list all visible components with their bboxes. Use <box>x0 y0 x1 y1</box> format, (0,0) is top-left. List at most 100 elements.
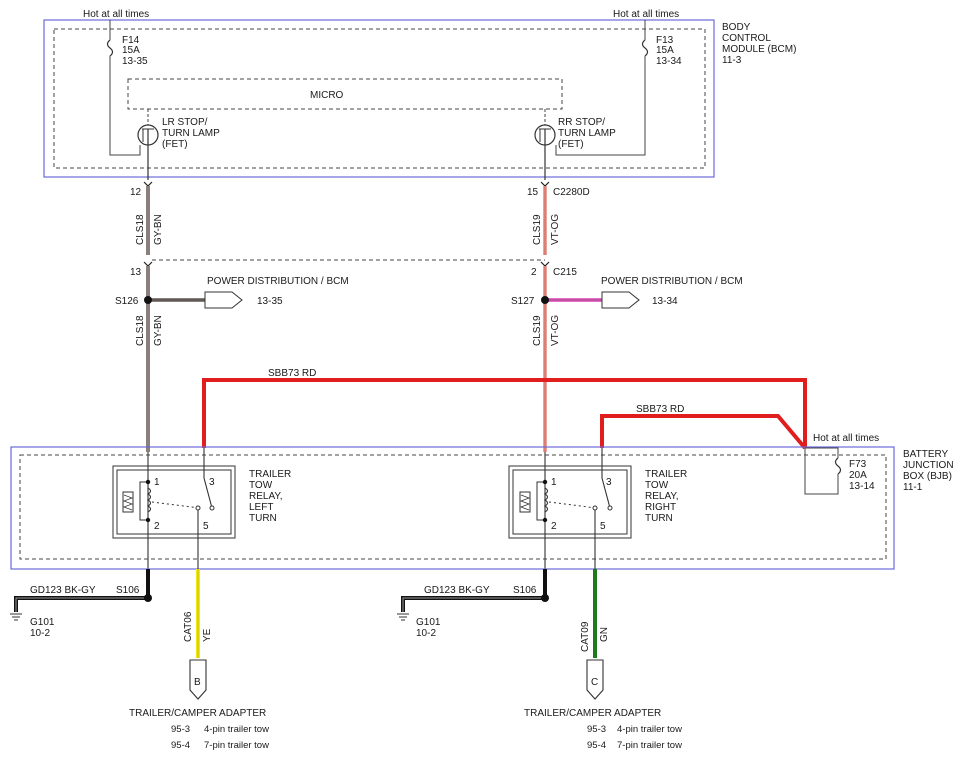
connector-c2280d: 12 15 C2280D <box>130 181 590 198</box>
rr-fet: RR STOP/ TURN LAMP (FET) <box>534 109 616 180</box>
power-dist-right-label: POWER DISTRIBUTION / BCM <box>601 276 743 287</box>
bcm-left-feed <box>109 56 141 156</box>
fuse-f73-rating: 20A <box>849 470 867 481</box>
power-dist-right-arrow <box>601 291 640 309</box>
splice-s127-label: S127 <box>511 296 535 307</box>
relay-right-pin-5: 5 <box>600 521 606 532</box>
wire-cat06-circuit: CAT06 <box>183 611 194 642</box>
ground-left-wire-label: GD123 BK-GY <box>30 585 96 596</box>
wire-cls18-circuit-2: CLS18 <box>135 315 146 346</box>
bjb-outer-border <box>10 446 895 570</box>
wire-cat06: CAT06 YE <box>183 569 213 658</box>
relay-left-coil <box>122 491 134 513</box>
micro-box <box>127 78 563 110</box>
relay-left-pin-5: 5 <box>203 521 209 532</box>
splice-s126-label: S126 <box>115 296 139 307</box>
relay-right-box-outer <box>508 465 632 539</box>
splice-s126-dot <box>144 296 152 304</box>
relay-right-label-1: TRAILER <box>645 469 687 480</box>
wire-sbb73-bottom-label: SBB73 RD <box>636 404 684 415</box>
adapter-right-line1-ref: 95-3 <box>587 724 606 735</box>
bjb-module: BATTERY JUNCTION BOX (BJB) 11-1 Hot at a… <box>10 433 954 570</box>
bcm-outer-border <box>43 19 715 178</box>
wire-cls18: CLS18 GY-BN CLS18 GY-BN <box>135 186 164 598</box>
relay-left-label-5: TURN <box>249 513 277 524</box>
adapter-right-line2-text: 7-pin trailer tow <box>617 740 682 751</box>
c215-label: C215 <box>553 267 577 278</box>
wire-sbb73-top <box>202 378 807 448</box>
fuse-f14-id: F14 <box>122 35 140 46</box>
connector-c215-right-chevron <box>540 261 550 267</box>
relay-left-switch-arm <box>203 477 213 509</box>
splice-s106-left-label: S106 <box>116 585 140 596</box>
fuse-f14: F14 15A 13-35 <box>106 20 148 67</box>
lr-fet-label-2: TURN LAMP <box>162 128 220 139</box>
relay-left-pin-2: 2 <box>154 521 160 532</box>
ground-right-ref: 10-2 <box>416 628 436 639</box>
relay-left-label-1: TRAILER <box>249 469 291 480</box>
relay-right-turn: 1 2 3 5 TRAILER TOW RELAY, RIGHT TURN <box>508 465 687 570</box>
wire-cls18-color-2: GY-BN <box>153 315 164 346</box>
ground-right-icon <box>397 613 409 621</box>
lr-fet: LR STOP/ TURN LAMP (FET) <box>137 109 220 180</box>
ground-right: S106 GD123 BK-GY G101 10-2 <box>397 569 549 639</box>
bcm-label-4: 11-3 <box>722 55 742 66</box>
adapter-right-connector <box>586 659 604 700</box>
bcm-hot-left: Hot at all times <box>83 9 149 20</box>
wire-cls18-color-1: GY-BN <box>153 214 164 245</box>
power-dist-right-ref: 13-34 <box>652 296 678 307</box>
fuse-f14-ref: 13-35 <box>122 56 148 67</box>
power-dist-left-arrow <box>204 291 243 309</box>
relay-right-pin-2: 2 <box>551 521 557 532</box>
power-dist-left-ref: 13-35 <box>257 296 283 307</box>
micro-label: MICRO <box>310 90 344 101</box>
fuse-f73-id: F73 <box>849 459 867 470</box>
fuse-f73-ref: 13-14 <box>849 481 875 492</box>
rr-fet-label-2: TURN LAMP <box>558 128 616 139</box>
fuse-f14-rating: 15A <box>122 45 140 56</box>
relay-right-label-4: RIGHT <box>645 502 676 513</box>
ground-left: S106 GD123 BK-GY G101 10-2 <box>10 569 152 639</box>
pin-2: 2 <box>531 267 537 278</box>
wire-cat09-color: GN <box>599 627 610 642</box>
splice-s106-left-dot <box>144 594 152 602</box>
adapter-left-title: TRAILER/CAMPER ADAPTER <box>129 708 266 719</box>
relay-left-label-2: TOW <box>249 480 273 491</box>
bjb-label-2: JUNCTION <box>903 460 954 471</box>
adapter-right: C TRAILER/CAMPER ADAPTER 95-3 4-pin trai… <box>524 659 682 751</box>
relay-left-box-inner <box>116 469 232 535</box>
bjb-label-3: BOX (BJB) <box>903 471 952 482</box>
fuse-f13: F13 15A 13-34 <box>641 20 682 67</box>
lr-fet-label-1: LR STOP/ <box>162 117 208 128</box>
adapter-left-connector <box>189 659 207 700</box>
relay-right-pin-3: 3 <box>606 477 612 488</box>
adapter-left-line2-text: 7-pin trailer tow <box>204 740 269 751</box>
relay-right-pin-1: 1 <box>551 477 557 488</box>
fuse-f13-rating: 15A <box>656 45 674 56</box>
splice-s106-right-label: S106 <box>513 585 537 596</box>
adapter-right-line1-text: 4-pin trailer tow <box>617 724 682 735</box>
relay-left-coil-symbol <box>146 487 152 513</box>
connector-c215: 13 2 C215 <box>130 259 577 278</box>
relay-right-switch-arm <box>601 477 611 509</box>
splice-s126: S126 POWER DISTRIBUTION / BCM 13-35 <box>115 276 349 309</box>
bcm-label-3: MODULE (BCM) <box>722 44 796 55</box>
bjb-hot-label: Hot at all times <box>813 433 879 444</box>
rr-fet-label-1: RR STOP/ <box>558 117 605 128</box>
adapter-left-pin: B <box>194 677 201 688</box>
splice-s127-dot <box>541 296 549 304</box>
wire-cat09-circuit: CAT09 <box>580 621 591 652</box>
wire-cat09: CAT09 GN <box>580 569 610 658</box>
bjb-inner-dashed <box>19 454 887 560</box>
bcm-inner-dashed <box>53 28 706 169</box>
relay-right-box-inner <box>512 469 628 535</box>
bcm-label-1: BODY <box>722 22 751 33</box>
wire-sbb73: SBB73 RD SBB73 RD <box>202 368 807 450</box>
wire-cls18-circuit-1: CLS18 <box>135 214 146 245</box>
relay-left-turn: 1 2 3 5 TRAILER TOW RELAY, LEFT TURN <box>112 465 291 570</box>
ground-right-wire-label: GD123 BK-GY <box>424 585 490 596</box>
wire-sbb73-bottom <box>600 414 807 450</box>
bcm-hot-right: Hot at all times <box>613 9 679 20</box>
adapter-left-line1-ref: 95-3 <box>171 724 190 735</box>
rr-fet-label-3: (FET) <box>558 139 584 150</box>
